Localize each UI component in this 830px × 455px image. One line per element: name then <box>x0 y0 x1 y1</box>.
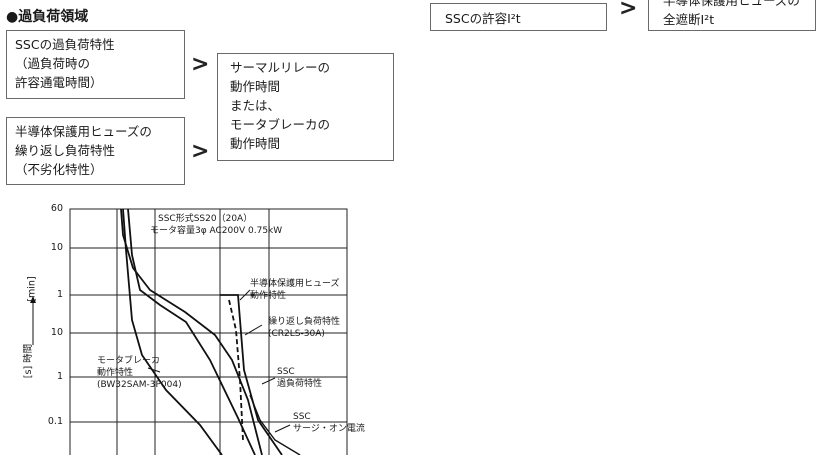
motor-breaker-curve <box>127 208 256 455</box>
greater-than-3: > <box>619 0 638 21</box>
ssc-overload-leader <box>261 377 276 385</box>
fuse-operation-curve <box>220 294 283 455</box>
ssc-overload-box: SSCの過負荷特性 （過負荷時の 許容通電時間） <box>6 30 185 99</box>
y-tick-1min: 1 <box>56 289 63 300</box>
greater-than-2: > <box>191 139 210 164</box>
ssc-overload-line2: （過負荷時の <box>15 56 91 71</box>
fuse-total-i2t-box: 半導体保護用ヒューズの 全遮断I²t <box>648 0 816 31</box>
motor-breaker-label3: (BW32SAM-3P004) <box>97 380 182 390</box>
y-tick-0-1s: 0.1 <box>47 416 63 427</box>
y-axis-label-s: [s] 時間 <box>23 343 35 379</box>
fuse-repeat-load-box: 半導体保護用ヒューズの 繰り返し負荷特性 （不劣化特性） <box>6 117 185 185</box>
thermal-line1: サーマルリレーの <box>230 60 331 75</box>
ssc-overload-line3: 許容通電時間） <box>15 75 103 90</box>
y-tick-1s: 1 <box>56 371 63 382</box>
y-tick-10s: 10 <box>50 327 63 338</box>
ssc-surge-curve <box>249 394 301 455</box>
thermal-line5: 動作時間 <box>230 136 281 151</box>
fuse-repeat-line2: 繰り返し負荷特性 <box>15 143 116 158</box>
repeat-load-label2: (CR2LS-30A) <box>268 329 325 339</box>
fuse-operation-label2: 動作特性 <box>250 291 287 301</box>
fuse-total-line1: 半導体保護用ヒューズの <box>663 0 800 8</box>
motor-breaker-label1: モータブレーカ <box>97 356 161 366</box>
fuse-repeat-line3: （不劣化特性） <box>15 162 103 177</box>
spec-line2: モータ容量3φ AC200V 0.75kW <box>150 226 283 236</box>
thermal-line2: 動作時間 <box>230 79 281 94</box>
motor-breaker-label2: 動作特性 <box>97 368 134 378</box>
y-tick-60min: 60 <box>50 203 63 214</box>
section-heading: ●過負荷領域 <box>6 9 89 25</box>
y-axis-arrow-head <box>30 296 36 303</box>
motor-breaker-leader <box>147 367 161 373</box>
ssc-surge-label1: SSC <box>293 412 311 422</box>
thermal-curve <box>120 208 263 455</box>
chart-frame <box>69 208 348 455</box>
ssc-i2t-text: SSCの許容I²t <box>445 11 521 26</box>
ssc-overload-line1: SSCの過負荷特性 <box>15 37 115 52</box>
thermal-line4: モータブレーカの <box>230 117 331 132</box>
fuse-repeat-line1: 半導体保護用ヒューズの <box>15 124 152 139</box>
spec-line1: SSC形式SS20（20A） <box>158 214 253 224</box>
y-tick-10min: 10 <box>50 242 63 253</box>
thermal-line3: または、 <box>230 98 281 113</box>
fuse-leader <box>239 289 251 301</box>
ssc-surge-label2: サージ・オン電流 <box>293 424 365 434</box>
ssc-i2t-box: SSCの許容I²t <box>430 3 607 31</box>
ssc-overload-label1: SSC <box>277 367 295 377</box>
thermal-relay-box: サーマルリレーの 動作時間 または、 モータブレーカの 動作時間 <box>217 53 394 161</box>
ssc-surge-leader <box>274 424 291 433</box>
fuse-operation-label1: 半導体保護用ヒューズ <box>250 279 340 289</box>
repeat-leader <box>244 324 263 336</box>
repeat-load-label1: 繰り返し負荷特性 <box>268 317 341 327</box>
ssc-overload-curve <box>122 208 223 455</box>
ssc-overload-label2: 過負荷特性 <box>277 379 323 389</box>
greater-than-1: > <box>191 52 210 77</box>
y-axis-label-min: [min] <box>26 276 38 302</box>
fuse-total-line2: 全遮断I²t <box>663 12 715 27</box>
